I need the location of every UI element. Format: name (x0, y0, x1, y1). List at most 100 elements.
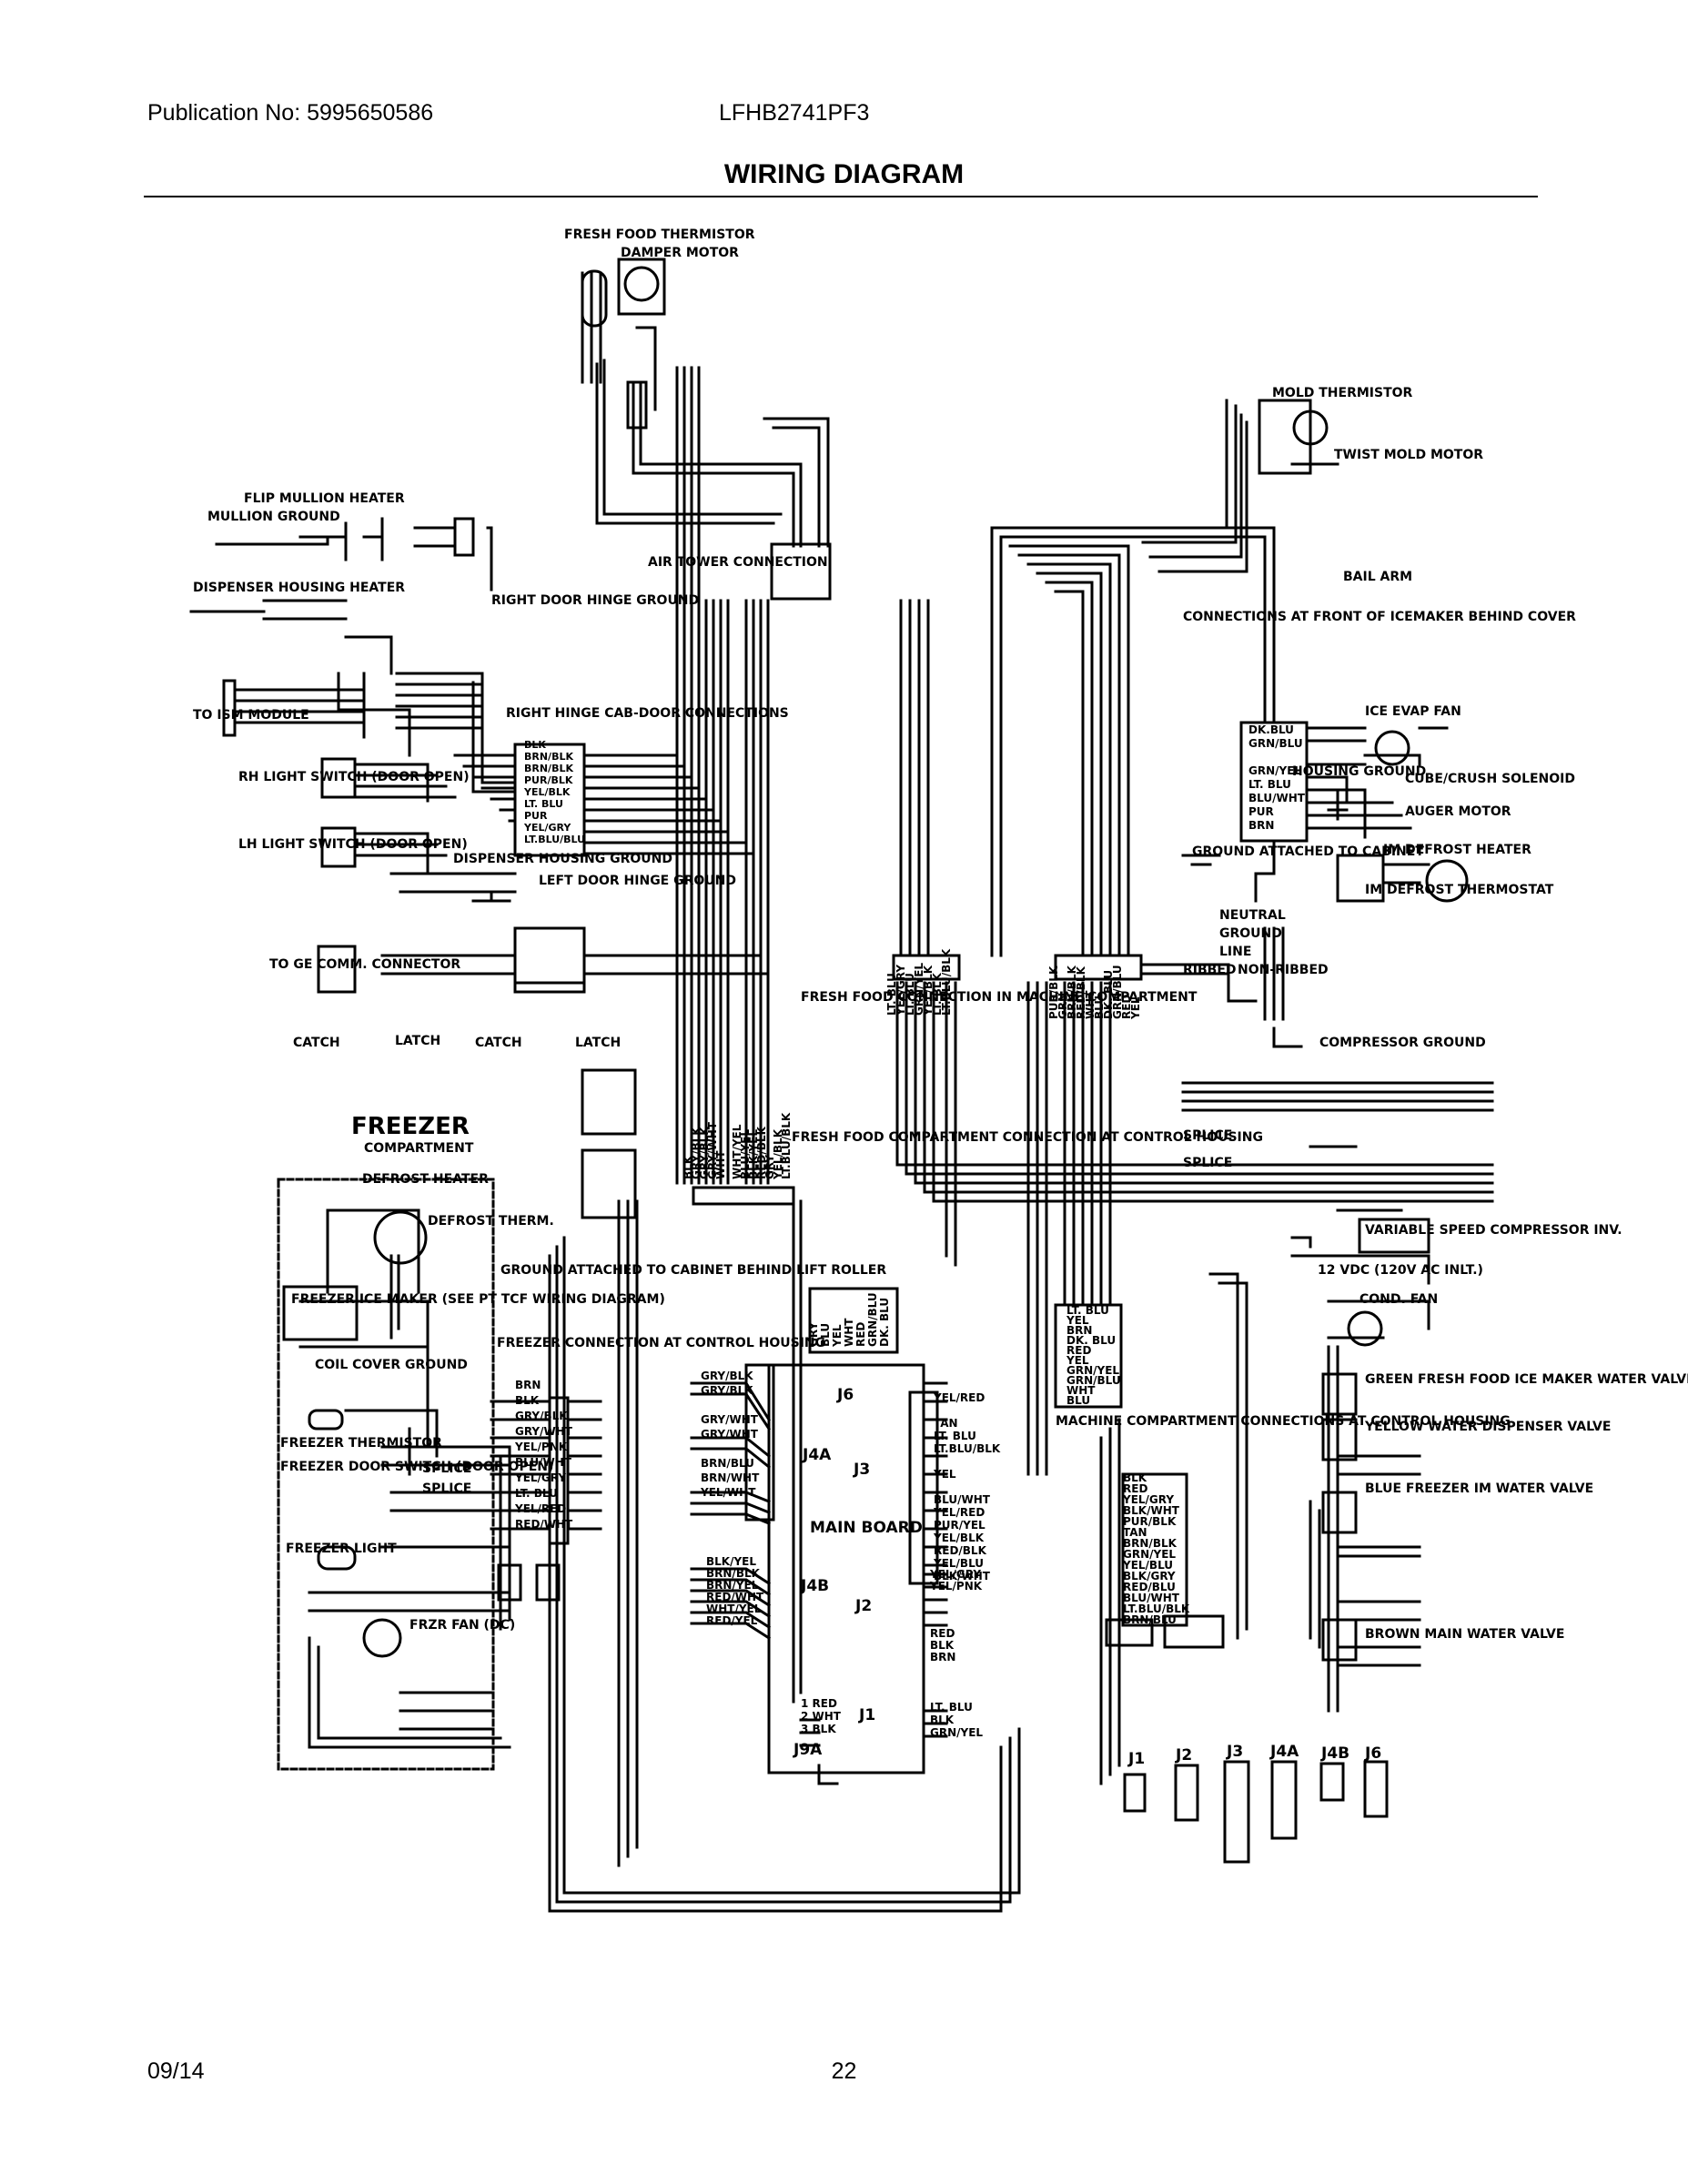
machine-right-pin-label: RED (1066, 1344, 1091, 1357)
label-fresh-food-thermistor: FRESH FOOD THERMISTOR (564, 228, 755, 242)
page-title: WIRING DIAGRAM (723, 159, 965, 189)
machine-housing-pin-label: YEL/BLU (1122, 1559, 1173, 1572)
label-left-door-hinge-ground: LEFT DOOR HINGE GROUND (539, 874, 736, 888)
label-mold-thermistor: MOLD THERMISTOR (1272, 386, 1413, 400)
label-freezer-thermistor: FREEZER THERMISTOR (280, 1436, 442, 1451)
label-freezer-light: FREEZER LIGHT (286, 1542, 397, 1556)
label-cond-fan: COND. FAN (1359, 1292, 1438, 1307)
fresh-food-top-wiring (581, 271, 830, 548)
label-machine-compartment-housing: MACHINE COMPARTMENT CONNECTIONS AT CONTR… (1056, 1414, 1511, 1429)
connector-j4b: J4B (800, 1577, 829, 1595)
j4b-left-pin-label: RED/YEL (706, 1614, 758, 1627)
j3-right-pin-label: LT. BLU (934, 1430, 976, 1442)
j3-right-pin-label: RED/BLK (934, 1544, 987, 1557)
label-lh-light-switch: LH LIGHT SWITCH (DOOR OPEN) (238, 837, 468, 852)
machine-vert-pin-label: RED (1120, 995, 1133, 1019)
vertical-mid-pin-label: GRN/BLU (866, 1292, 879, 1347)
j1-plug-icon (1123, 1773, 1147, 1813)
label-auger-motor: AUGER MOTOR (1405, 804, 1511, 819)
connector-j9a: J9A (793, 1741, 823, 1759)
ff-compartment-pin-label: BLK/YEL (747, 1129, 760, 1179)
j3-right-pin-label: YEL/BLK (933, 1532, 985, 1544)
damper-motor-circle-icon (623, 266, 660, 302)
freezer-housing-pin-label: YEL/GRY (514, 1471, 566, 1484)
main-board-connector-j4a (744, 1363, 775, 1522)
machine-vert-pin-label: BLU (1093, 996, 1106, 1019)
j4b-left-pin-label: BRN/BLK (706, 1567, 761, 1580)
j6-left-pin-label: BRN/BLU (701, 1457, 754, 1470)
freezer-housing-pin-label: BLU/WHT (515, 1456, 572, 1469)
j3-right-pin-label: YEL/RED (933, 1506, 985, 1519)
defrost-therm-icon (373, 1210, 428, 1265)
machine-right-pin-label: BRN (1066, 1324, 1092, 1337)
connector-key-j1: J1 (1127, 1750, 1145, 1768)
j3-right-pin-label: BLU/WHT (934, 1493, 991, 1506)
j6-left-pin-label: GRY/WHT (701, 1428, 759, 1441)
machine-vert-pin-label: GRN/BLU (1111, 965, 1124, 1019)
vertical-mid-pin-label: BLU (819, 1323, 832, 1347)
machine-housing-pin-label: BLK (1123, 1471, 1147, 1484)
label-damper-motor: DAMPER MOTOR (621, 246, 739, 260)
cab-door-pin-label: BRN/BLK (524, 763, 573, 774)
label-variable-speed-compressor: VARIABLE SPEED COMPRESSOR INV. (1365, 1223, 1622, 1238)
label-cube-crush-solenoid: CUBE/CRUSH SOLENOID (1405, 772, 1575, 786)
j6-left-pin-label: YEL/WHT (700, 1486, 756, 1499)
ff-compartment-pin-label: RED/BLK (755, 1126, 768, 1179)
vertical-mid-pin-label: DK. BLU (878, 1298, 891, 1347)
label-im-defrost-thermostat: IM DEFROST THERMOSTAT (1365, 883, 1554, 897)
machine-housing-pin-label: BRN/BLK (1123, 1537, 1178, 1550)
label-to-ge-comm-connector: TO GE COMM. CONNECTOR (269, 957, 460, 972)
freezer-housing-pin-label: GRY/WHT (515, 1425, 573, 1438)
machine-right-pin-label: YEL (1066, 1314, 1089, 1327)
freezer-housing-pin-label: BRN (515, 1379, 541, 1391)
cab-door-pin-label: LT. BLU (524, 798, 563, 810)
icemaker-front-pin-label: GRN/YEL (1248, 764, 1301, 777)
connector-key-j4b: J4B (1320, 1744, 1349, 1763)
ff-compartment-pin-label: GRY (763, 1155, 776, 1179)
label-compressor-ground: COMPRESSOR GROUND (1319, 1036, 1486, 1050)
j3-right-pin-label: YEL (933, 1468, 956, 1481)
ff-machine-pin-label: LT. BLU (904, 973, 916, 1016)
label-yellow-valve: YELLOW WATER DISPENSER VALVE (1364, 1420, 1611, 1434)
vertical-mid-block (808, 1287, 899, 1354)
label-blue-valve: BLUE FREEZER IM WATER VALVE (1365, 1481, 1593, 1496)
j3-right-pin-label: BLK/WHT (934, 1570, 991, 1582)
machine-right-pin-label: GRN/BLU (1066, 1374, 1121, 1387)
ff-machine-pin-label: LT. BLK (931, 972, 944, 1016)
variable-speed-compressor-box (1358, 1218, 1430, 1254)
machine-housing-pin-label: BLK/GRY (1123, 1570, 1176, 1582)
j2-right-pin-label: BRN (930, 1651, 955, 1663)
connector-key-j4a: J4A (1269, 1743, 1299, 1761)
label-non-ribbed: NON-RIBBED (1238, 963, 1329, 977)
freezer-wiring (298, 1208, 602, 1749)
air-tower-block (770, 542, 832, 601)
machine-vert-pin-label: WHT (1084, 990, 1097, 1019)
label-rh-light-switch: RH LIGHT SWITCH (DOOR OPEN) (238, 770, 470, 784)
connector-j1: J1 (858, 1706, 875, 1724)
connector-j4a: J4A (802, 1446, 832, 1464)
label-coil-cover-ground: COIL COVER GROUND (315, 1358, 468, 1372)
machine-right-block (1054, 1303, 1123, 1409)
machine-plug-a-icon (1105, 1618, 1154, 1647)
label-connections-front-icemaker: CONNECTIONS AT FRONT OF ICEMAKER BEHIND … (1183, 610, 1576, 624)
j4b-left-pin-label: BLK/YEL (706, 1555, 756, 1568)
label-ribbed: RIBBED (1183, 963, 1237, 977)
label-freezer-connection-control: FREEZER CONNECTION AT CONTROL HOUSING (497, 1336, 825, 1350)
freezer-housing-pin-label: RED/WHT (515, 1518, 573, 1531)
machine-right-pin-label: DK. BLU (1066, 1334, 1116, 1347)
machine-right-pin-label: LT. BLU (1066, 1304, 1109, 1317)
label-fresh-food-compartment-control: FRESH FOOD COMPARTMENT CONNECTION AT CON… (792, 1130, 1263, 1145)
icemaker-front-pin-label: GRN/BLU (1248, 737, 1303, 750)
connector-key-j6: J6 (1364, 1744, 1381, 1763)
freezer-ice-maker-box (282, 1285, 359, 1341)
connector-j6: J6 (836, 1386, 854, 1404)
j6-left-pin-label: GRY/WHT (701, 1413, 759, 1426)
footer-date: 09/14 (147, 2058, 205, 2084)
ff-machine-pin-label: YEL/GRY (895, 965, 907, 1016)
